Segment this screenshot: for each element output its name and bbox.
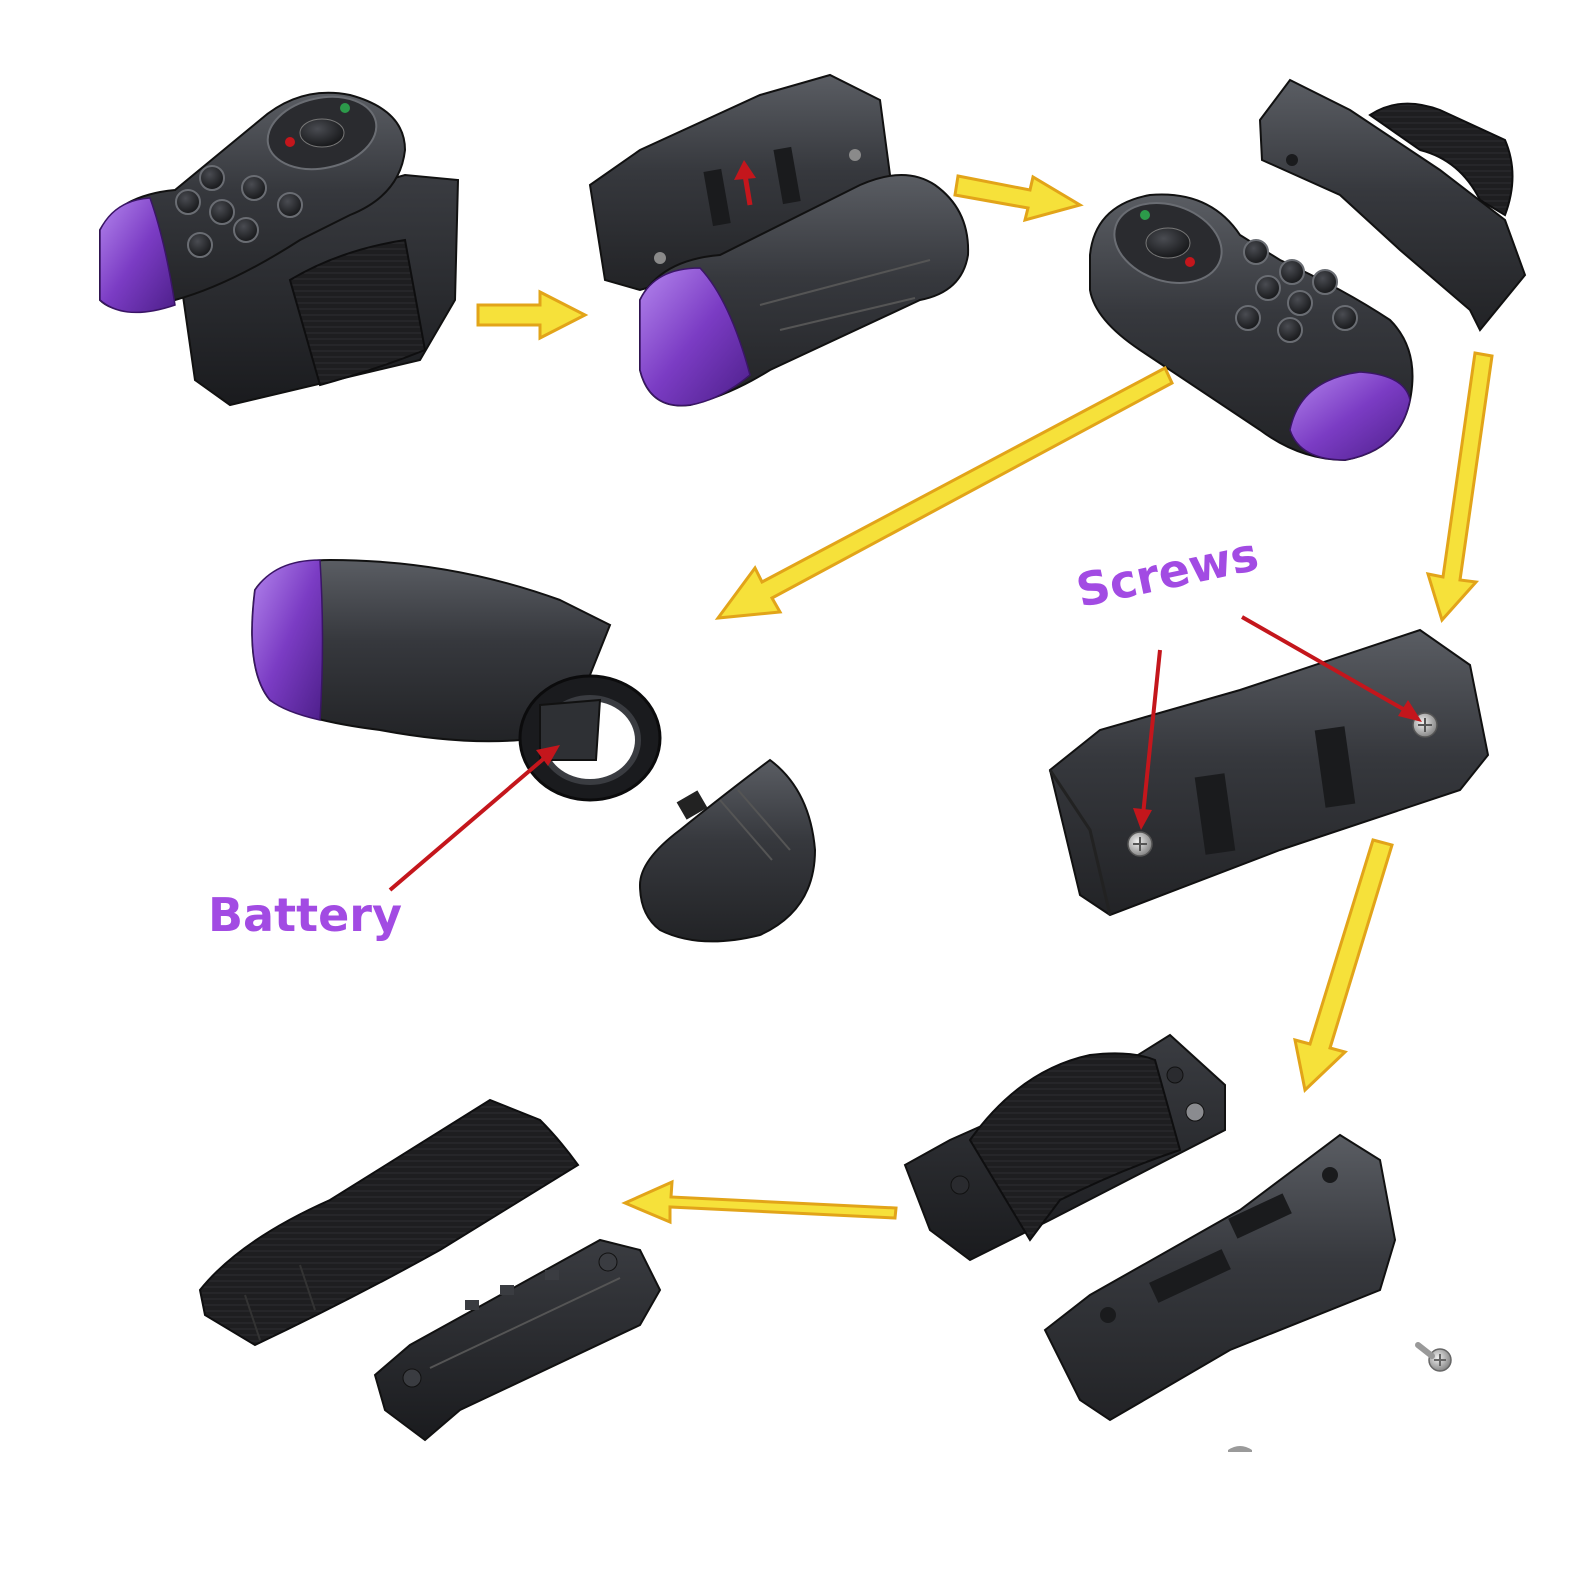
remote-buttons bbox=[1235, 239, 1358, 343]
loose-screw-icon-partial bbox=[1228, 1446, 1252, 1452]
remote-on-holder-item bbox=[588, 73, 970, 407]
holder-plate bbox=[1043, 1133, 1397, 1422]
dpad-icon bbox=[1113, 202, 1223, 284]
velcro-strap bbox=[198, 1098, 580, 1347]
holder-with-screws-item bbox=[1048, 615, 1490, 917]
remote-front-item bbox=[1089, 193, 1414, 462]
purple-lens bbox=[99, 197, 176, 314]
flow-arrow-3 bbox=[714, 365, 1174, 620]
velcro-strap bbox=[968, 1052, 1182, 1242]
battery-compartment-item bbox=[251, 558, 817, 943]
flow-arrow-4 bbox=[1425, 351, 1494, 623]
flow-arrow-6 bbox=[621, 1179, 898, 1225]
flow-arrow-2 bbox=[953, 174, 1084, 223]
holder-plate bbox=[1048, 628, 1490, 917]
purple-lens bbox=[1289, 371, 1411, 461]
dpad-icon bbox=[266, 95, 378, 171]
strap-bracket bbox=[373, 1238, 662, 1442]
purple-lens bbox=[639, 267, 751, 407]
battery-well bbox=[518, 674, 662, 802]
velcro-strap bbox=[1368, 102, 1514, 217]
assembled-remote-item bbox=[99, 91, 460, 407]
strap-parts-item bbox=[198, 1098, 662, 1442]
holder-with-strap-item bbox=[1258, 78, 1527, 332]
remote-buttons bbox=[175, 165, 303, 258]
purple-lens bbox=[251, 559, 324, 721]
screw-pointer-arrow-right bbox=[1241, 615, 1422, 722]
flow-arrow-1 bbox=[476, 289, 589, 341]
screw-icon bbox=[1127, 831, 1153, 857]
battery-cover bbox=[638, 758, 817, 943]
loose-screw-icon bbox=[1415, 1342, 1452, 1372]
flow-arrow-5 bbox=[1293, 838, 1394, 1093]
battery-label: Battery bbox=[208, 888, 402, 942]
up-arrow-icon bbox=[734, 160, 756, 206]
velcro-strap bbox=[288, 238, 427, 387]
holder-clip bbox=[1258, 78, 1527, 332]
screw-pointer-arrow-left bbox=[1133, 649, 1162, 830]
disassembled-holder-item bbox=[903, 1033, 1452, 1452]
battery-pointer-arrow bbox=[388, 745, 560, 892]
